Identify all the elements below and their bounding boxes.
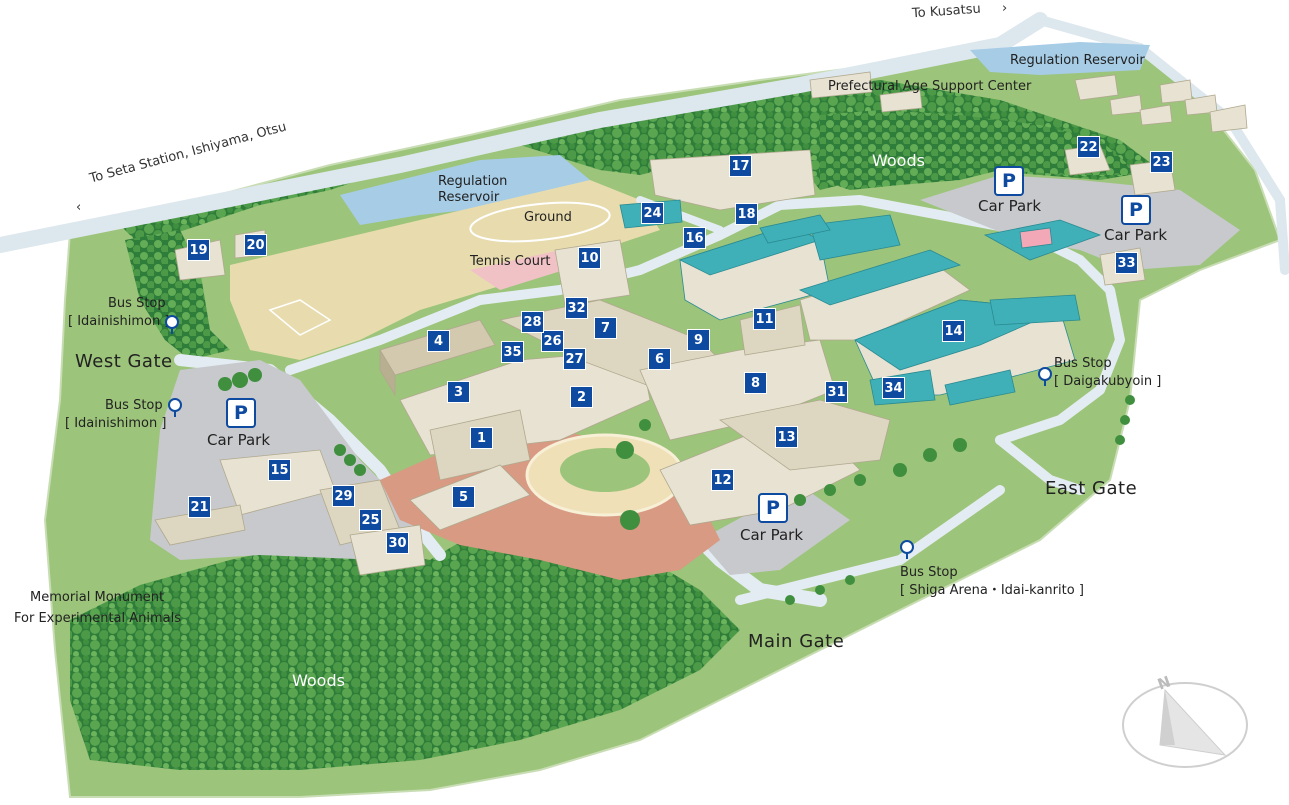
building-15-marker[interactable]: 15	[268, 459, 291, 481]
parking-icon-south[interactable]: P	[758, 493, 788, 523]
hospital-complex	[619, 199, 1102, 406]
parking-icon-north-2[interactable]: P	[1121, 195, 1151, 225]
building-2-marker[interactable]: 2	[570, 386, 593, 408]
building-1-marker[interactable]: 1	[470, 427, 493, 449]
ground-label: Ground	[524, 210, 572, 225]
bus-stop-icon-4[interactable]	[900, 540, 914, 559]
building-24-marker[interactable]: 24	[641, 202, 664, 224]
building-18-marker[interactable]: 18	[735, 203, 758, 225]
building-12-marker[interactable]: 12	[711, 469, 734, 491]
woods-south-label: Woods	[292, 671, 345, 690]
building-14-marker[interactable]: 14	[942, 320, 965, 342]
bus-stop-icon-2[interactable]	[168, 398, 182, 417]
building-29-marker[interactable]: 29	[332, 485, 355, 507]
to-kusatsu-arrow: ›	[1002, 1, 1008, 16]
building-22-marker[interactable]: 22	[1077, 136, 1100, 158]
bus-stop-heading-1: Bus Stop	[108, 296, 166, 311]
car-park-label-north-1: Car Park	[978, 197, 1042, 215]
building-5-marker[interactable]: 5	[452, 486, 475, 508]
building-11-marker[interactable]: 11	[753, 308, 776, 330]
reservoir-west-label-1: Regulation	[438, 174, 508, 189]
west-tree-strip	[125, 230, 230, 360]
building-20-marker[interactable]: 20	[244, 234, 267, 256]
woods-north-label: Woods	[872, 151, 925, 170]
sports-ground	[230, 180, 660, 360]
south-woods	[70, 520, 740, 770]
memorial-label-1: Memorial Monument	[30, 590, 165, 605]
reservoir-east	[970, 42, 1150, 75]
building-8-marker[interactable]: 8	[744, 372, 767, 394]
building-34-marker[interactable]: 34	[882, 377, 905, 399]
baseball-lines	[268, 299, 332, 336]
bus-stop-name-1: [ Idainishimon ]	[68, 314, 170, 329]
building-4-marker[interactable]: 4	[427, 330, 450, 352]
building-13-marker[interactable]: 13	[775, 426, 798, 448]
main-gate-label: Main Gate	[748, 631, 845, 652]
plaza-green	[560, 448, 650, 492]
east-gate-label: East Gate	[1045, 478, 1138, 499]
reservoir-west	[340, 155, 590, 225]
building-9-marker[interactable]: 9	[687, 329, 710, 351]
building-7-marker[interactable]: 7	[594, 317, 617, 339]
car-park-label-west: Car Park	[207, 431, 271, 449]
building-16-marker[interactable]: 16	[683, 227, 706, 249]
building-26-marker[interactable]: 26	[541, 330, 564, 352]
parking-icon-north-1[interactable]: P	[994, 166, 1024, 196]
building-17-marker[interactable]: 17	[729, 155, 752, 177]
running-track	[469, 201, 611, 243]
compass	[1122, 682, 1248, 768]
tennis-court	[470, 250, 580, 290]
north-east-woods	[820, 110, 1140, 190]
car-park-label-north-2: Car Park	[1104, 226, 1168, 244]
bus-stop-name-3: [ Daigakubyoin ]	[1054, 374, 1162, 389]
bus-stop-heading-4: Bus Stop	[900, 565, 958, 580]
parking-icon-west[interactable]: P	[226, 398, 256, 428]
bus-stop-name-4: [ Shiga Arena・Idai-kanrito ]	[900, 583, 1084, 598]
buildings	[154, 71, 1248, 576]
building-35-marker[interactable]: 35	[501, 341, 524, 363]
scattered-trees	[218, 368, 1135, 605]
building-21-marker[interactable]: 21	[188, 496, 211, 518]
memorial-label-2: For Experimental Animals	[14, 611, 182, 626]
bus-stop-heading-3: Bus Stop	[1054, 356, 1112, 371]
bus-stop-icon-1[interactable]	[165, 315, 179, 334]
building-28-marker[interactable]: 28	[521, 311, 544, 333]
tennis-court-label: Tennis Court	[470, 254, 551, 269]
building-10-marker[interactable]: 10	[578, 247, 601, 269]
building-32-marker[interactable]: 32	[565, 297, 588, 319]
reservoir-east-label: Regulation Reservoir	[1010, 53, 1145, 68]
building-3-marker[interactable]: 3	[447, 381, 470, 403]
north-road	[0, 12, 1048, 253]
bus-stop-name-2: [ Idainishimon ]	[65, 416, 167, 431]
to-seta-arrow: ‹	[76, 200, 82, 215]
west-gate-label: West Gate	[75, 351, 173, 372]
building-6-marker[interactable]: 6	[648, 348, 671, 370]
prefectural-label: Prefectural Age Support Center	[828, 79, 1032, 94]
building-31-marker[interactable]: 31	[825, 381, 848, 403]
bus-stop-heading-2: Bus Stop	[105, 398, 163, 413]
building-25-marker[interactable]: 25	[359, 509, 382, 531]
car-park-label-south: Car Park	[740, 526, 804, 544]
building-33-marker[interactable]: 33	[1115, 252, 1138, 274]
building-30-marker[interactable]: 30	[386, 532, 409, 554]
bus-stop-icon-3[interactable]	[1038, 367, 1052, 386]
building-23-marker[interactable]: 23	[1150, 151, 1173, 173]
building-19-marker[interactable]: 19	[187, 239, 210, 261]
building-27-marker[interactable]: 27	[563, 348, 586, 370]
reservoir-west-label-2: Reservoir	[438, 190, 500, 205]
